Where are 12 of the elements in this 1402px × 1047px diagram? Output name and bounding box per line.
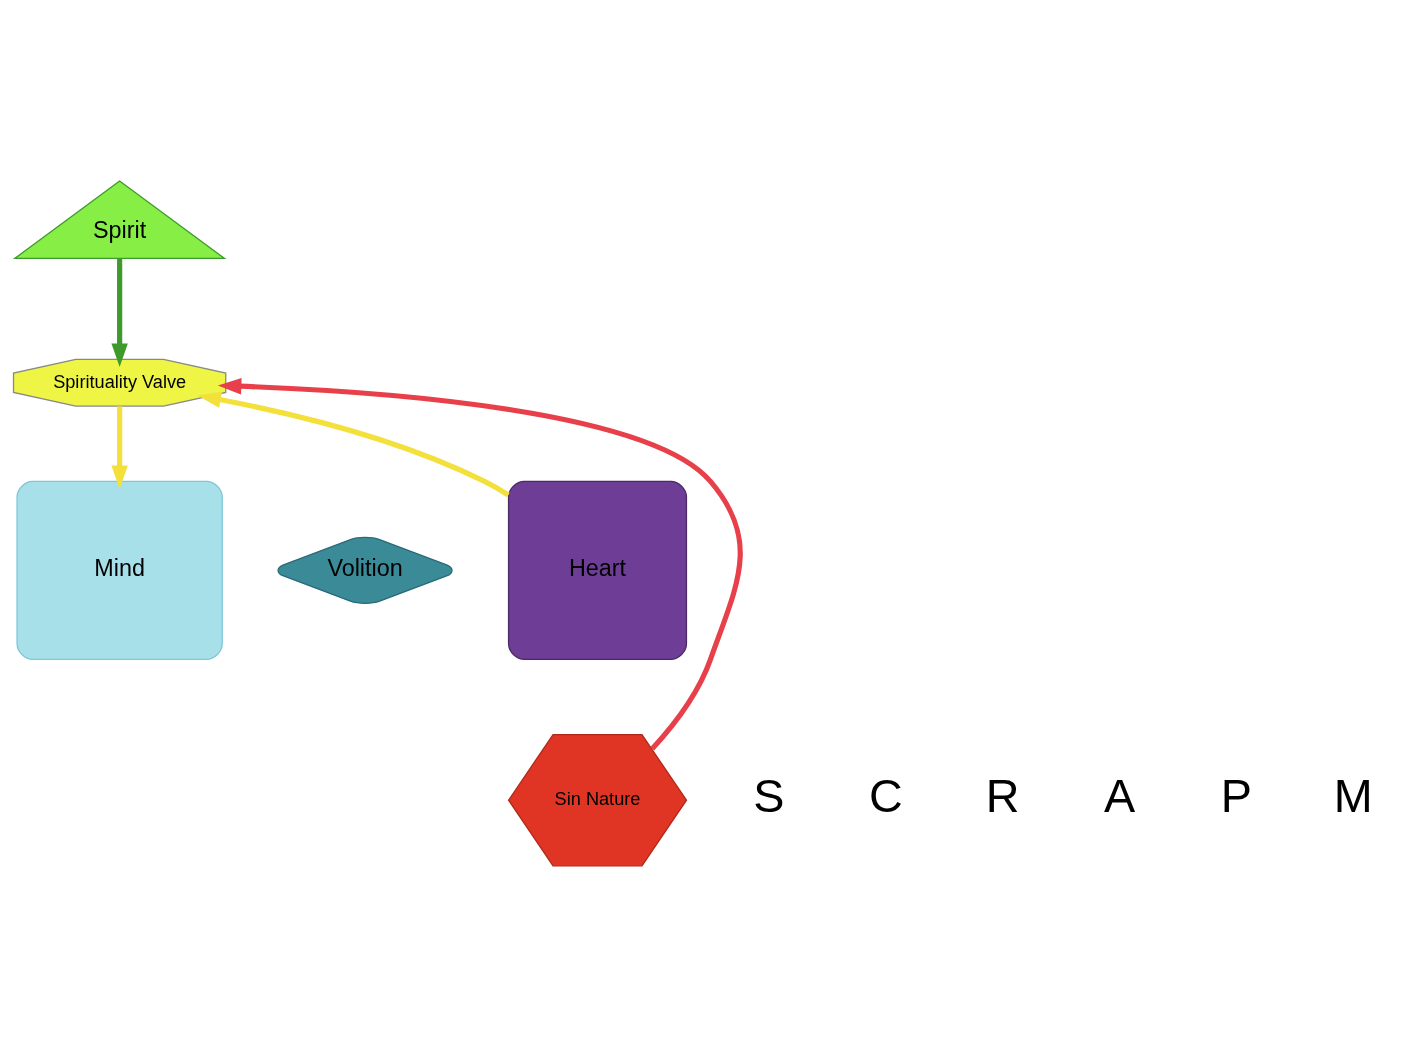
- node-box: Heart: [507, 480, 688, 660]
- label: S: [753, 769, 785, 822]
- label: P: [1220, 769, 1252, 822]
- label: C: [868, 769, 903, 822]
- arrow: [217, 378, 743, 751]
- label: M: [1333, 769, 1373, 822]
- label: A: [1103, 769, 1136, 822]
- arrow: [197, 391, 510, 498]
- arrow: [111, 406, 128, 490]
- node-box: Mind: [16, 480, 223, 660]
- label: R: [985, 769, 1020, 822]
- arrow: [111, 258, 128, 367]
